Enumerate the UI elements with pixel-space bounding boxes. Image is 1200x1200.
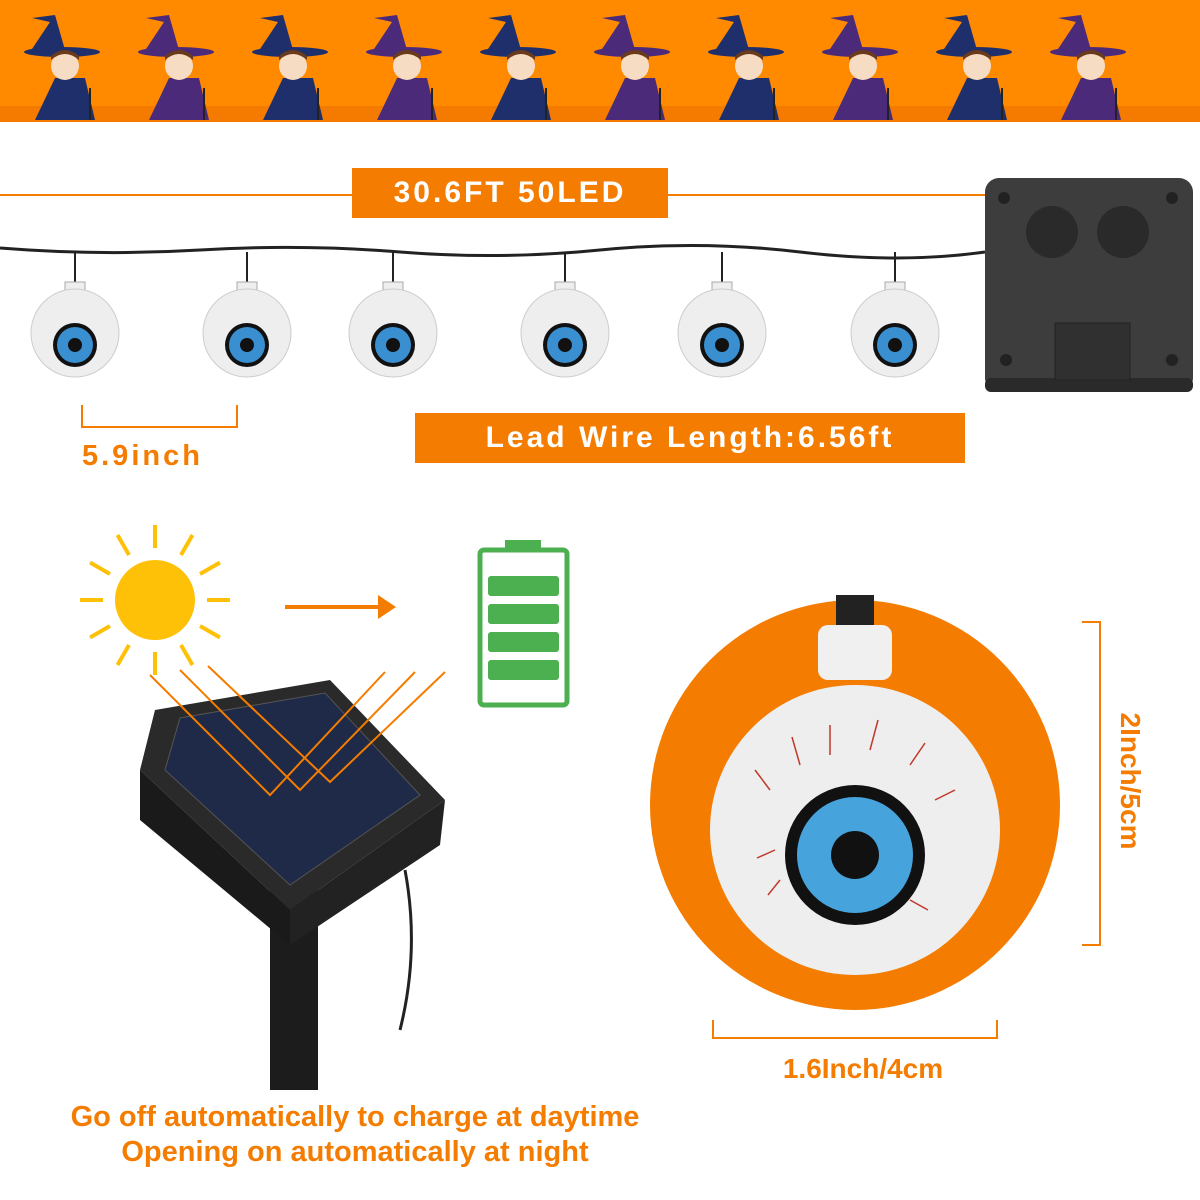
witch-figure	[594, 15, 670, 120]
eyeball-closeup	[650, 595, 1060, 1010]
witch-figure	[1050, 15, 1126, 120]
sun-ray	[89, 560, 111, 576]
sun-ray	[199, 624, 221, 640]
caption-line-2: Opening on automatically at night	[121, 1136, 589, 1168]
solar-panel	[140, 665, 446, 1090]
battery-full-icon	[477, 540, 570, 708]
string-wire	[0, 243, 986, 260]
witch-figure	[936, 15, 1012, 120]
length-label: 30.6FT 50LED	[352, 168, 668, 218]
witch-figure	[480, 15, 556, 120]
height-label: 2Inch/5cm	[1115, 712, 1146, 850]
lead-wire-label: Lead Wire Length:6.56ft	[415, 413, 965, 463]
controller-box	[985, 178, 1193, 392]
eyeball-bulb	[30, 252, 120, 378]
eyeball-bulb	[850, 252, 940, 378]
sun-ray	[89, 624, 111, 640]
witch-figure	[822, 15, 898, 120]
witch-figure	[138, 15, 214, 120]
sun-icon	[80, 525, 230, 675]
sun-ray	[115, 534, 131, 556]
witch-figure	[24, 15, 100, 120]
caption: Go off automatically to charge at daytim…	[0, 1100, 710, 1170]
witch-figures	[24, 15, 1126, 120]
eyeball-bulb	[348, 252, 438, 378]
arrow-right-icon	[285, 595, 396, 619]
witch-figure	[252, 15, 328, 120]
width-label: 1.6Inch/4cm	[782, 1053, 944, 1084]
eyeball-bulb	[677, 252, 767, 378]
sun-ray	[179, 534, 195, 556]
eyeball-lights	[30, 252, 940, 378]
height-bracket	[1082, 621, 1101, 946]
sun-ray	[199, 560, 221, 576]
spacing-bracket	[81, 405, 238, 428]
eyeball-bulb	[520, 252, 610, 378]
caption-line-1: Go off automatically to charge at daytim…	[70, 1101, 640, 1133]
sun-ray	[115, 644, 131, 666]
witch-figure	[366, 15, 442, 120]
width-bracket	[712, 1020, 998, 1039]
spacing-label: 5.9inch	[82, 440, 203, 472]
witch-figure	[708, 15, 784, 120]
eyeball-bulb	[202, 252, 292, 378]
sun-ray	[179, 644, 195, 666]
